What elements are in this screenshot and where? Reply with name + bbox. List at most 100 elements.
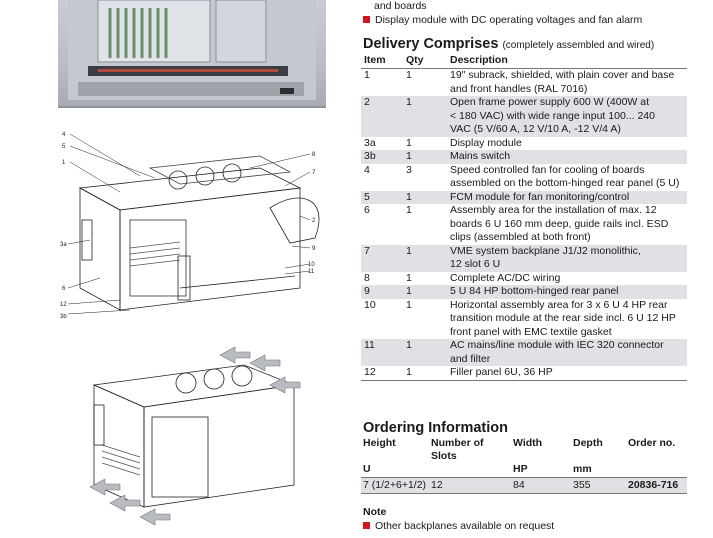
delivery-cell-description: Assembly area for the installation of ma… <box>450 204 687 245</box>
delivery-cell-item: 10 <box>364 298 376 311</box>
delivery-cell-qty: 1 <box>406 298 412 311</box>
description-line: assembled on the bottom-hinged rear pane… <box>450 177 680 189</box>
callout-12: 12 <box>60 302 67 308</box>
description-line: 12 slot 6 U <box>450 258 501 270</box>
delivery-cell-item: 1 <box>364 69 370 81</box>
delivery-cell-description: VME system backplane J1/J2 monolithic,12… <box>450 245 687 272</box>
ord-value-width: 84 <box>513 479 525 491</box>
delivery-cell-qty: 1 <box>406 69 412 81</box>
ordering-title-text: Ordering Information <box>363 420 508 436</box>
description-line: Horizontal assembly area for 3 x 6 U 4 H… <box>450 298 668 311</box>
callout-3a: 3a <box>60 242 67 248</box>
delivery-cell-description: Filler panel 6U, 36 HP <box>450 366 687 380</box>
description-line: Speed controlled fan for cooling of boar… <box>450 163 645 176</box>
delivery-cell-item: 12 <box>364 366 376 378</box>
delivery-cell-qty: 1 <box>406 150 412 162</box>
ord-value-height: 7 (1/2+6+1/2) <box>363 479 427 491</box>
delivery-cell-description: FCM module for fan monitoring/control <box>450 191 687 205</box>
description-line: VME system backplane J1/J2 monolithic, <box>450 244 641 257</box>
callout-10: 10 <box>308 262 315 268</box>
ordering-title: Ordering Information <box>363 420 508 436</box>
ord-value-order-no: 20836-716 <box>628 479 679 491</box>
delivery-cell-description: Speed controlled fan for cooling of boar… <box>450 164 687 191</box>
bullet-text-display-module: Display module with DC operating voltage… <box>375 14 643 26</box>
delivery-cell-qty: 1 <box>406 136 412 149</box>
callout-4: 4 <box>62 132 66 138</box>
ord-header-depth: Depth <box>573 437 603 449</box>
callout-2: 2 <box>312 218 316 224</box>
delivery-row: 4 3 Speed controlled fan for cooling of bo… <box>361 164 687 191</box>
ord-header-height: Height <box>363 437 396 449</box>
description-line: Assembly area for the installation of ma… <box>450 204 657 216</box>
description-line: < 180 VAC) with wide range input 100... … <box>450 109 655 122</box>
delivery-cell-qty: 1 <box>406 190 412 203</box>
delivery-cell-description: Complete AC/DC wiring <box>450 272 687 286</box>
delivery-cell-description: Horizontal assembly area for 3 x 6 U 4 H… <box>450 299 687 340</box>
delivery-cell-item: 5 <box>364 190 370 203</box>
bullet-text-and-boards: and boards <box>374 0 427 12</box>
description-line: and filter <box>450 352 491 365</box>
ord-unit-depth: mm <box>573 463 592 475</box>
delivery-cell-item: 9 <box>364 285 370 297</box>
delivery-cell-item: 11 <box>364 339 375 351</box>
delivery-row: 3b 1 Mains switch <box>361 150 687 164</box>
delivery-row: 9 1 5 U 84 HP bottom-hinged rear panel <box>361 285 687 299</box>
description-line: boards 6 U 160 mm deep, guide rails incl… <box>450 217 669 230</box>
ord-header-slots-2: Slots <box>431 450 457 462</box>
delivery-cell-description: Open frame power supply 600 W (400W at< … <box>450 96 687 137</box>
delivery-cell-description: 5 U 84 HP bottom-hinged rear panel <box>450 285 687 299</box>
callout-7: 7 <box>312 170 316 176</box>
ord-header-order-no: Order no. <box>628 437 676 449</box>
delivery-cell-description: Mains switch <box>450 150 687 164</box>
note-title: Note <box>363 506 387 518</box>
ord-value-slots: 12 <box>431 479 443 491</box>
description-line: transition module at the rear side incl.… <box>450 312 676 324</box>
description-line: 5 U 84 HP bottom-hinged rear panel <box>450 285 619 297</box>
exploded-diagram-top: 4 5 1 3a 6 12 3b 8 7 2 9 10 11 <box>60 132 320 320</box>
delivery-title-text: Delivery Comprises <box>363 36 499 52</box>
delivery-cell-qty: 1 <box>406 244 412 257</box>
ord-header-slots-1: Number of <box>431 437 484 449</box>
ord-header-width: Width <box>513 437 543 449</box>
delivery-row: 10 1 Horizontal assembly area for 3 x 6 U … <box>361 299 687 340</box>
description-line: FCM module for fan monitoring/control <box>450 190 630 203</box>
description-line: AC mains/line module with IEC 320 connec… <box>450 339 664 351</box>
delivery-cell-item: 7 <box>364 244 370 257</box>
ordering-units-row: U HP mm <box>361 463 687 478</box>
col-header-qty: Qty <box>406 54 424 66</box>
subrack-photo <box>58 0 326 108</box>
callout-5: 5 <box>62 144 66 150</box>
delivery-cell-item: 4 <box>364 163 370 176</box>
delivery-subtitle: (completely assembled and wired) <box>502 40 655 51</box>
delivery-row: 1 1 19" subrack, shielded, with plain cove… <box>361 69 687 96</box>
delivery-title: Delivery Comprises (completely assembled… <box>363 36 654 52</box>
bullet-display-module: Display module with DC operating voltage… <box>363 14 642 27</box>
delivery-cell-qty: 1 <box>406 366 412 378</box>
callout-8: 8 <box>312 152 316 158</box>
delivery-cell-qty: 3 <box>406 163 412 176</box>
delivery-cell-qty: 1 <box>406 285 412 297</box>
red-square-bullet-icon <box>363 16 370 23</box>
description-line: 19" subrack, shielded, with plain cover … <box>450 69 675 81</box>
description-line: Complete AC/DC wiring <box>450 271 561 284</box>
delivery-cell-description: 19" subrack, shielded, with plain cover … <box>450 69 687 96</box>
delivery-cell-item: 3b <box>364 150 376 162</box>
delivery-cell-qty: 1 <box>406 204 412 216</box>
ord-value-depth: 355 <box>573 479 591 491</box>
delivery-cell-qty: 1 <box>406 339 412 351</box>
callout-1: 1 <box>62 160 66 166</box>
callout-9: 9 <box>312 246 316 252</box>
delivery-cell-item: 2 <box>364 96 370 108</box>
description-line: Display module <box>450 136 522 149</box>
note-line: Other backplanes available on request <box>363 520 554 532</box>
ord-unit-width: HP <box>513 463 528 475</box>
delivery-row: 5 1 FCM module for fan monitoring/control <box>361 190 687 205</box>
ordering-data-row: 7 (1/2+6+1/2) 12 84 355 20836-716 <box>361 478 687 494</box>
delivery-cell-description: Display module <box>450 137 687 151</box>
callout-6: 6 <box>62 286 66 292</box>
delivery-cell-item: 3a <box>364 136 376 149</box>
